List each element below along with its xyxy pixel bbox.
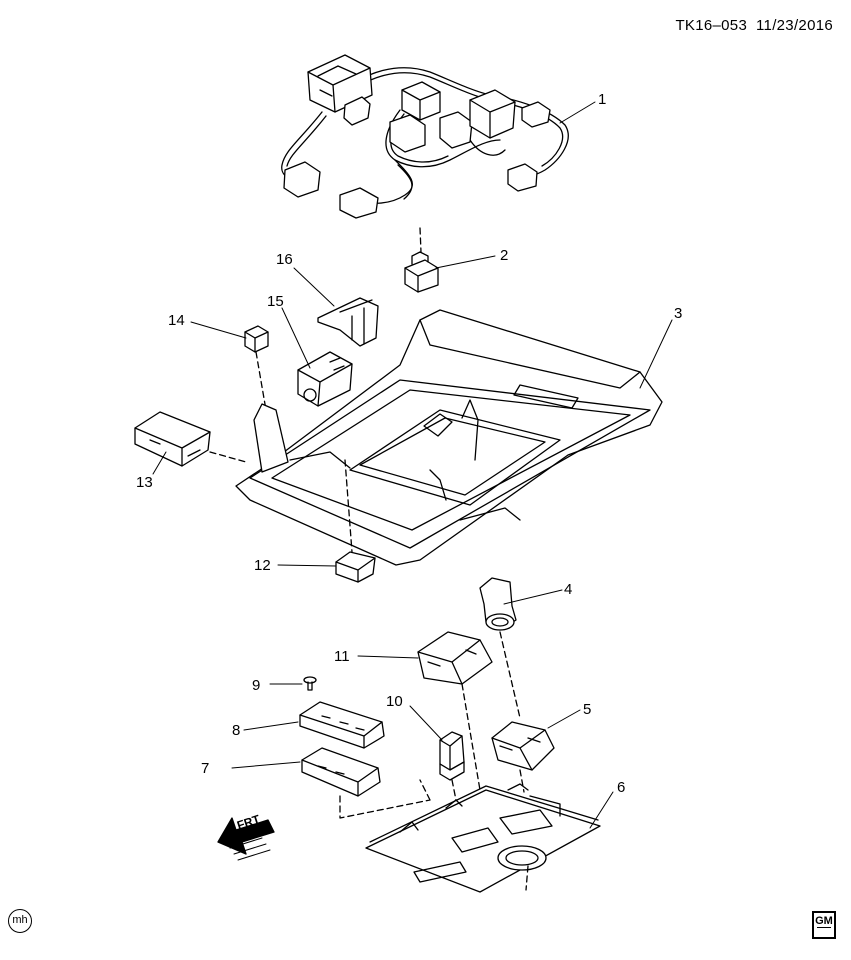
wiring-harness (281, 54, 569, 219)
gm-logo-bar (817, 927, 831, 935)
front-direction-arrow: FRT (217, 812, 275, 861)
callout-14: 14 (168, 312, 185, 329)
switch-module-5 (491, 721, 555, 793)
drawing-number: TK16–053 (675, 17, 748, 34)
bezel-6 (365, 783, 601, 893)
callout-15: 15 (267, 293, 284, 310)
author-badge: mh (8, 909, 32, 933)
callout-7: 7 (201, 760, 209, 777)
leader-lines (152, 101, 673, 829)
callout-10: 10 (386, 693, 403, 710)
callout-6: 6 (617, 779, 625, 796)
clip-2 (404, 227, 439, 293)
plate-7 (301, 747, 431, 819)
callout-8: 8 (232, 722, 240, 739)
knob-4 (479, 577, 521, 719)
screw-9 (303, 676, 317, 691)
callout-2: 2 (500, 247, 508, 264)
callout-9: 9 (252, 677, 260, 694)
gm-logo: GM (812, 911, 836, 939)
module-11 (417, 631, 493, 791)
console-frame-3 (235, 309, 663, 566)
callout-numbers: 1 2 3 4 5 6 7 8 9 10 11 12 13 14 15 16 (136, 91, 682, 796)
gm-logo-text: GM (815, 915, 833, 927)
callout-4: 4 (564, 581, 572, 598)
switch-15 (297, 351, 353, 407)
plate-8 (299, 701, 385, 749)
callout-1: 1 (598, 91, 606, 108)
lamp-module-13 (134, 411, 247, 467)
callout-12: 12 (254, 557, 271, 574)
drawing-id: TK16–053 11/23/2016 (675, 17, 833, 34)
callout-11: 11 (334, 648, 350, 665)
clip-14 (244, 325, 269, 411)
callout-16: 16 (276, 251, 293, 268)
lamp-12 (335, 459, 376, 583)
connector-10 (439, 731, 465, 801)
callout-13: 13 (136, 474, 153, 491)
bracket-16 (317, 297, 379, 347)
callout-5: 5 (583, 701, 591, 718)
callout-3: 3 (674, 305, 682, 322)
drawing-date: 11/23/2016 (756, 17, 833, 34)
